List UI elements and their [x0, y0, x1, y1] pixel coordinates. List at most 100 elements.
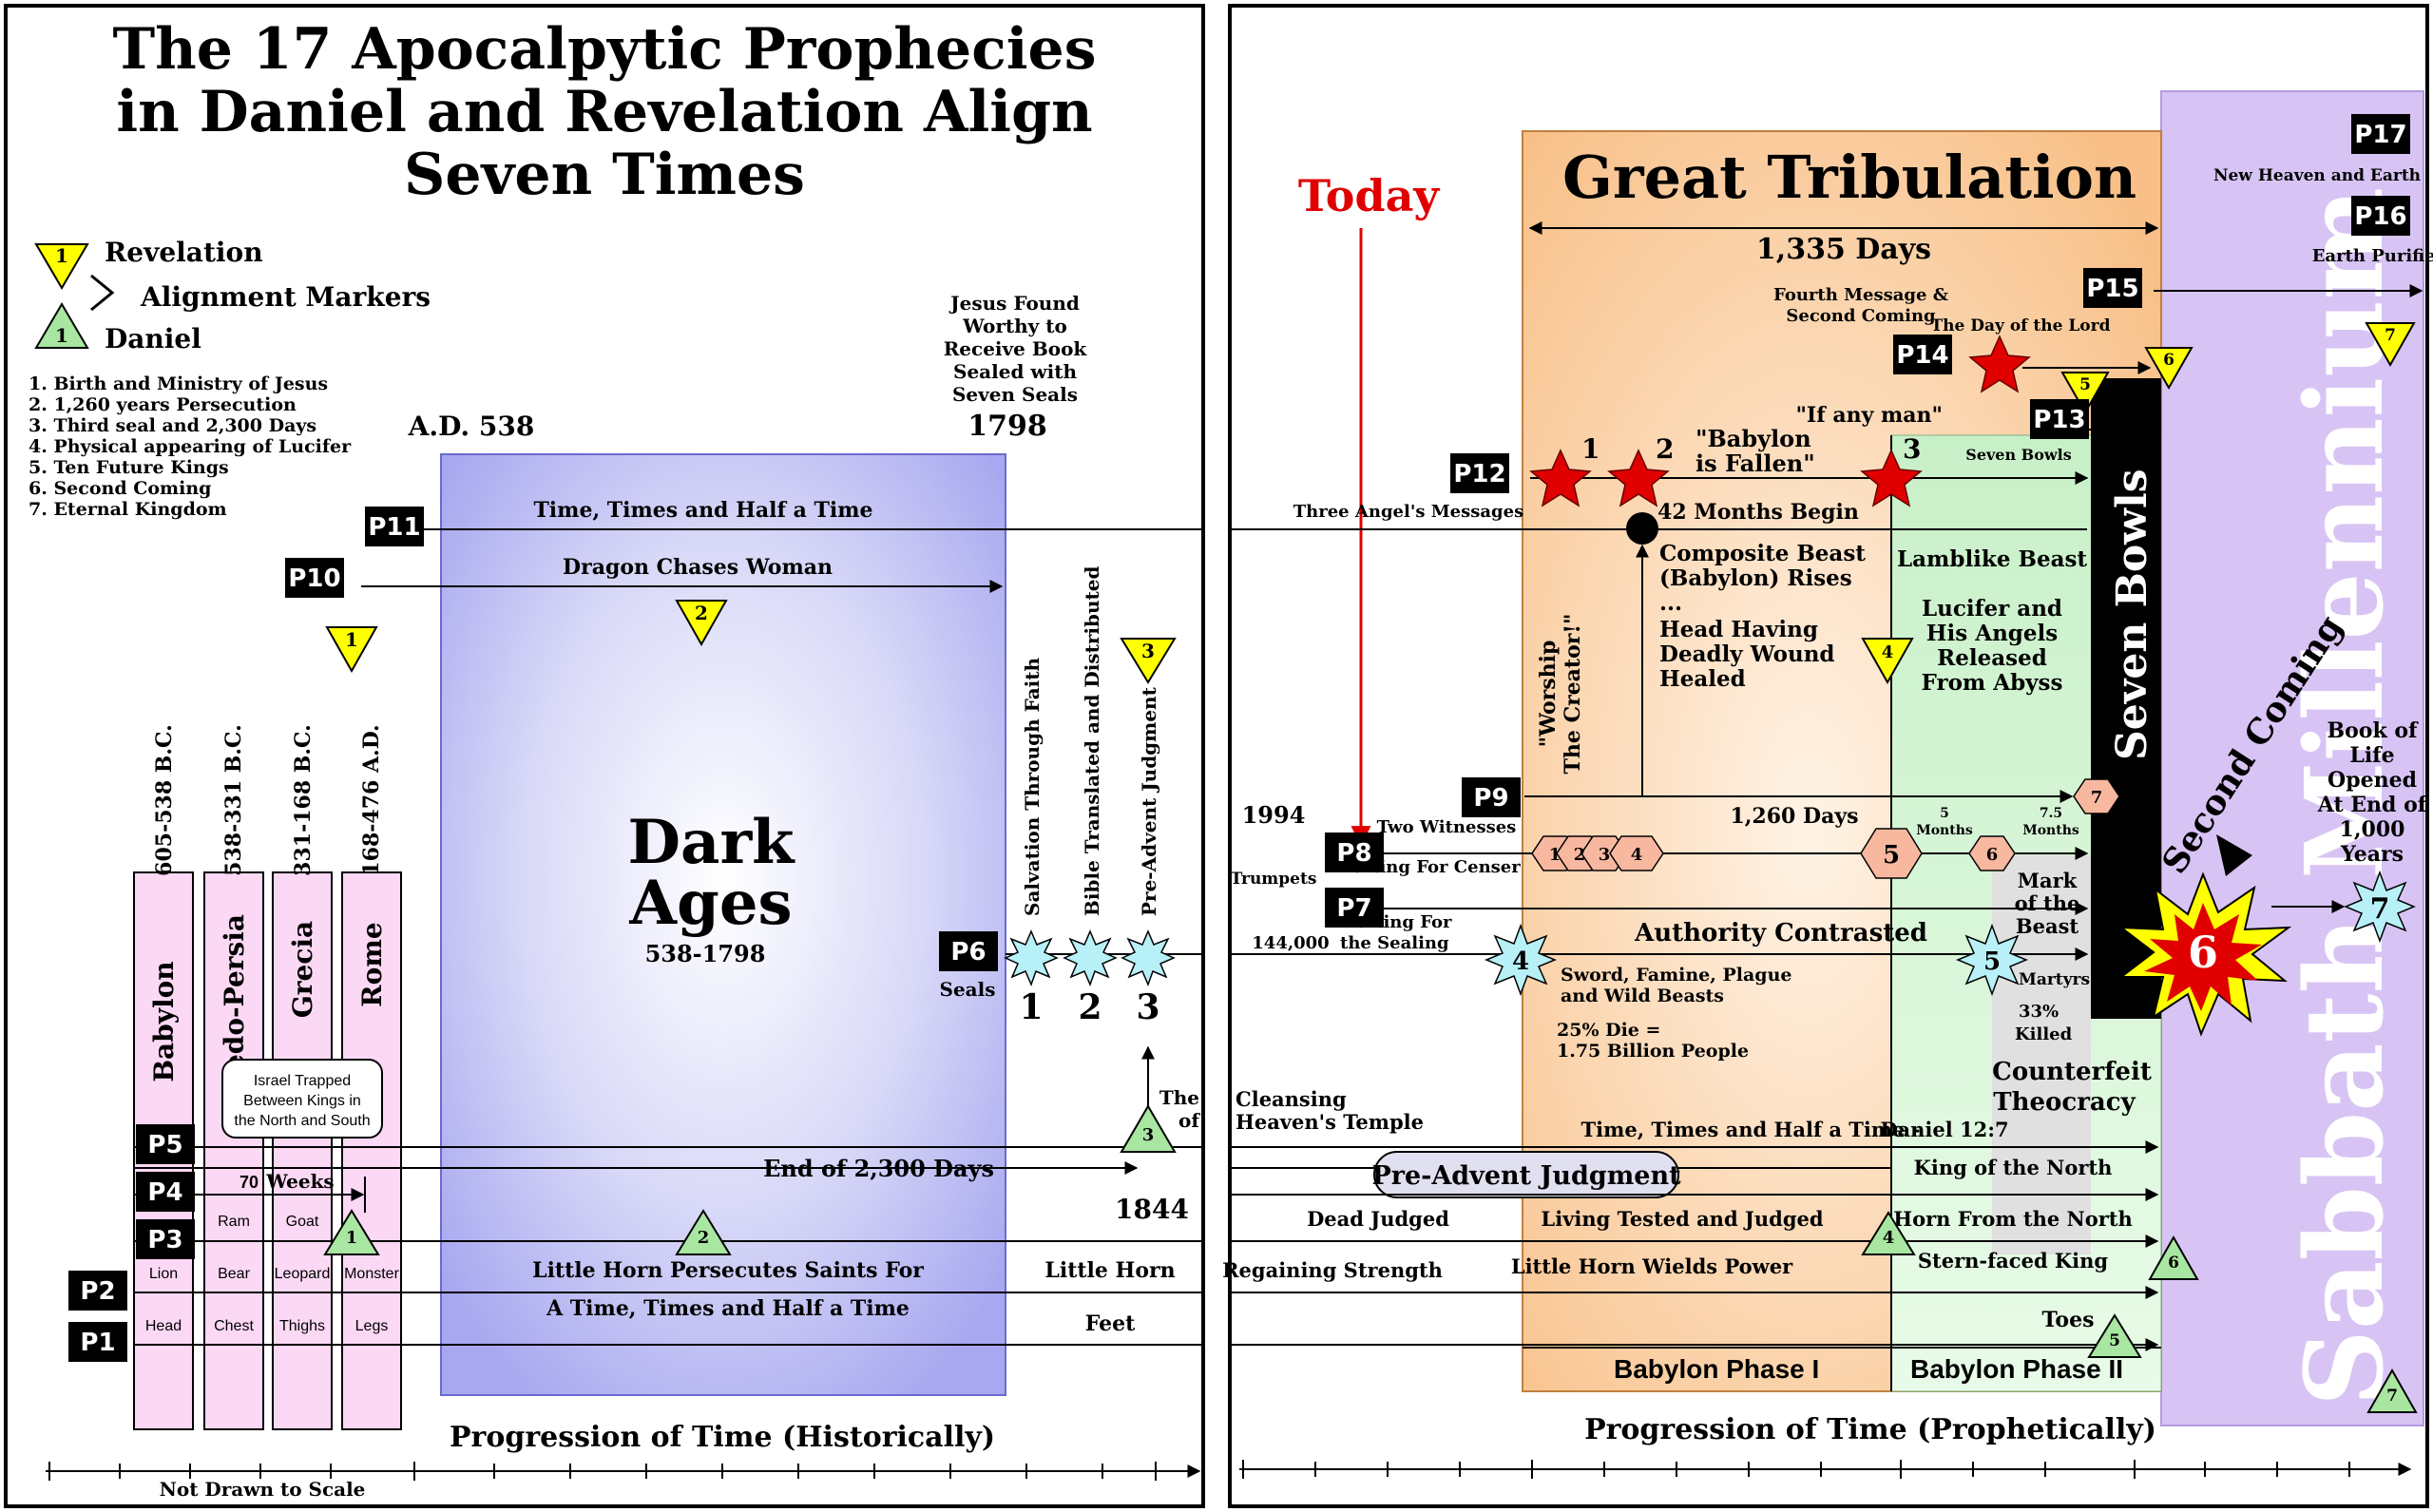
sealed144-label: 144,000 — [1252, 933, 1329, 953]
chevron-right-icon — [90, 274, 115, 312]
pre-advent-pill — [1373, 1151, 1679, 1198]
vertical-event-label: Salvation Through Faith — [1021, 658, 1044, 916]
burst-inner-icon — [2144, 903, 2262, 1011]
svg-text:7: 7 — [2386, 1387, 2398, 1406]
today-label: Today — [1298, 170, 1441, 221]
kingdom-dates: 605-538 B.C. — [152, 724, 177, 876]
fourth-message-text: Second Coming — [1786, 306, 1936, 326]
kingdom-columns: Babylon Medo-Persia Grecia Rome 605-538 … — [133, 724, 402, 1430]
kingdom-name: Rome — [356, 922, 388, 1006]
babylon-fallen-text: "Babylon — [1695, 425, 1811, 452]
waiting-sealing-label: the Sealing — [1340, 933, 1449, 953]
book-of-life: Book of Life Opened At End of 1,000 Year… — [2317, 718, 2428, 867]
beast-label: Bear — [218, 1266, 250, 1282]
kingdom-name: Grecia — [287, 921, 318, 1018]
israel-text: Between Kings in — [243, 1093, 361, 1109]
svg-text:6: 6 — [2188, 927, 2218, 978]
star-icon — [1860, 449, 1923, 507]
prophecy-label: P3 — [147, 1226, 182, 1254]
revelation-marker-icon — [1120, 638, 1177, 684]
seal-star-icon — [1485, 923, 1557, 997]
prophecy-label: P2 — [80, 1277, 115, 1306]
year1844-label: 1844 — [1115, 1194, 1189, 1225]
beast-rises-dot — [1626, 512, 1658, 545]
little-horn-wields-label: Little Horn Wields Power — [1511, 1254, 1793, 1278]
little-horn-label: Little Horn — [1044, 1258, 1175, 1283]
vertical-event-label: Bible Translated and Distributed — [1081, 566, 1103, 916]
daniel-marker-icon — [2148, 1234, 2199, 1280]
progression-historically: Progression of Time (Historically) — [450, 1421, 995, 1454]
book-life-text: At End of — [2317, 793, 2428, 817]
svg-text:4: 4 — [1882, 642, 1894, 662]
hexagon-icon — [1860, 828, 1923, 879]
babylon-fallen-text: is Fallen" — [1695, 450, 1815, 477]
kingdom-column — [272, 871, 333, 1430]
prophecy-label: P8 — [1336, 839, 1371, 868]
right-panel — [1228, 4, 2429, 1508]
legend: 1 Revelation Alignment Markers 1 Daniel … — [29, 237, 431, 520]
timeline-ticks-right — [1242, 1460, 2350, 1479]
horn-north-label: Horn From the North — [1893, 1207, 2133, 1231]
title: The 17 Apocalpytic Prophecies in Daniel … — [113, 16, 1097, 208]
prophecy-label-box — [2351, 196, 2410, 236]
die25-text: 1.75 Billion People — [1557, 1041, 1749, 1062]
hexagon-icon — [1609, 835, 1664, 871]
svg-text:7: 7 — [2091, 788, 2103, 808]
daniel-marker-icon — [1861, 1211, 1916, 1255]
prophecy-label-box — [285, 558, 344, 598]
hex-number: 4 — [1631, 845, 1643, 865]
legend-item: 7. Eternal Kingdom — [29, 499, 227, 520]
svg-text:5: 5 — [1983, 947, 2001, 976]
day-of-lord-label: The Day of the Lord — [1931, 316, 2111, 335]
star-icon — [1607, 449, 1670, 507]
daniel-marker-icon — [675, 1209, 732, 1255]
prophecy-label: P7 — [1336, 894, 1371, 923]
kingdom-dates: 331-168 B.C. — [291, 724, 316, 876]
svg-text:5: 5 — [2109, 1331, 2120, 1350]
prophecy-label: P15 — [2086, 275, 2138, 303]
svg-text:2: 2 — [695, 602, 708, 624]
prophecy-label-box — [1462, 777, 1521, 817]
legend-item: 3. Third seal and 2,300 Days — [29, 415, 316, 436]
svg-text:2: 2 — [698, 1228, 710, 1248]
prophecy-label: P12 — [1453, 460, 1505, 488]
prophecy-label-box — [136, 1124, 195, 1164]
composite-text: Healed — [1659, 666, 1746, 692]
star-icon — [1968, 335, 2031, 393]
star-number: 1 — [1581, 433, 1600, 465]
composite-text: Composite Beast — [1659, 541, 1866, 566]
kingdom-column — [341, 871, 402, 1430]
seal-star-icon — [1956, 923, 2028, 997]
svg-text:7: 7 — [2385, 326, 2396, 345]
seal-number: 2 — [1078, 987, 1102, 1027]
worship-text: "Worship — [1536, 641, 1561, 748]
israel-trapped-box — [221, 1059, 383, 1139]
trumpet-hexagons: 1 2 3 4 5 6 7 — [1531, 778, 2120, 879]
two-witnesses-label: Two Witnesses — [1377, 817, 1517, 837]
revelation-marker-icon — [2365, 322, 2416, 368]
prophecy-label-box — [2030, 399, 2089, 439]
kingdom-dates: 168-476 A.D. — [359, 724, 384, 875]
body-label: Legs — [355, 1318, 389, 1334]
authority-label: Authority Contrasted — [1634, 919, 1927, 947]
israel-text: the North and South — [234, 1113, 370, 1129]
body-label: Chest — [214, 1318, 254, 1334]
daniel-marker-icon — [34, 302, 89, 349]
prophecy-label-box — [68, 1322, 127, 1362]
svg-text:5: 5 — [1883, 841, 1900, 870]
book-life-text: 1,000 — [2340, 817, 2405, 842]
daniel-marker-icon — [2366, 1368, 2418, 1413]
seals-label: Seals — [940, 978, 996, 1001]
prophecy-label-box — [1325, 888, 1384, 928]
composite-text: Head Having — [1659, 617, 1818, 642]
king-north-label: King of the North — [1914, 1156, 2113, 1179]
lucifer-text: His Angels — [1926, 621, 2058, 646]
svg-text:5: 5 — [2079, 375, 2091, 394]
revelation-marker-icon — [675, 600, 728, 647]
svg-text:6: 6 — [2168, 1254, 2179, 1273]
living-tested-label: Living Tested and Judged — [1541, 1207, 1823, 1231]
months75-label: Months — [2022, 823, 2079, 838]
prophecy-label: P17 — [2354, 121, 2406, 149]
svg-text:4: 4 — [1512, 947, 1529, 976]
